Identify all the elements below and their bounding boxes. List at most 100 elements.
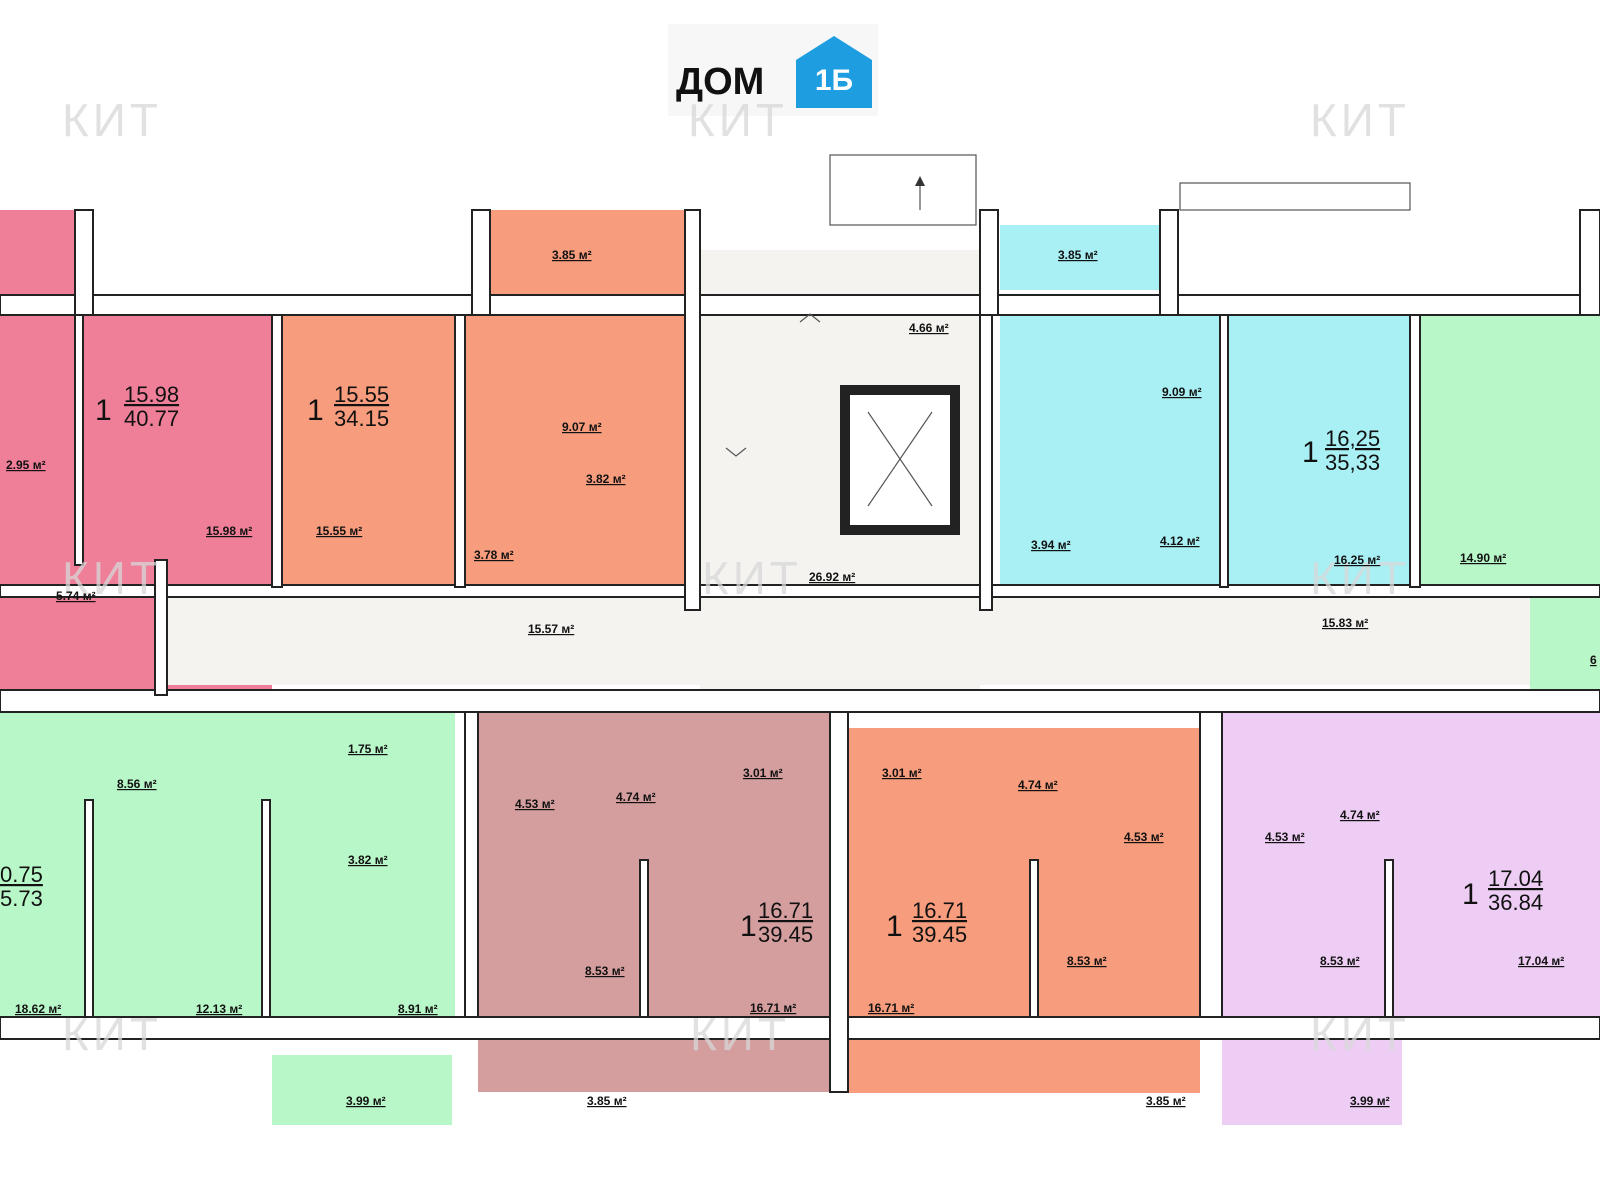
apartment-total-area: 5.73 (0, 886, 43, 911)
room-area: 3.85 м² (587, 1094, 627, 1108)
room-area: 15.83 м² (1322, 616, 1368, 630)
stair-up-icon (799, 313, 821, 323)
lavender-balcony-fill (1222, 1040, 1402, 1125)
wall-seg-2 (471, 209, 491, 316)
partition-7 (464, 711, 479, 1018)
building-title: ДОМ (676, 61, 764, 103)
apartment-rooms: 1 (740, 910, 757, 943)
room-area: 3.94 м² (1031, 538, 1071, 552)
room-area: 15.57 м² (528, 622, 574, 636)
apartment-living-area: 16,25 (1325, 426, 1380, 451)
room-area: 3.01 м² (743, 766, 783, 780)
room-area: 12.13 м² (196, 1002, 242, 1016)
stair-down-icon (725, 447, 747, 457)
partition-9 (1199, 711, 1223, 1018)
partition-11 (261, 799, 271, 1018)
watermark-7: КИТ (62, 1008, 162, 1060)
apartment-living-area: 17.04 (1488, 866, 1543, 891)
watermark-8: КИТ (690, 1008, 790, 1060)
lower-outer-wall (0, 1016, 1600, 1040)
apartment-rooms: 1 (886, 910, 903, 943)
watermark-1: КИТ (62, 94, 162, 146)
room-area: 16.25 м² (1334, 553, 1380, 567)
wall-seg-3 (979, 209, 999, 316)
apartment-living-area: 16.71 (758, 898, 813, 923)
room-area: 5.74 м² (56, 589, 96, 603)
apartment-labels: 1 15.98 40.77 1 15.55 34.15 1 16,25 35,3… (0, 382, 1543, 947)
building-header: ДОМ 1Б (668, 24, 878, 116)
apartment-rooms: 1 (307, 394, 324, 427)
room-area: 9.09 м² (1162, 385, 1202, 399)
cyan-balcony-fill (1000, 225, 1160, 290)
room-area: 18.62 м² (15, 1002, 61, 1016)
cyan-apartment-fill (1000, 315, 1410, 585)
salmon-balcony-fill (490, 210, 685, 295)
watermark-2: КИТ (688, 94, 788, 146)
room-area: 8.91 м² (398, 1002, 438, 1016)
partition-10 (84, 799, 94, 1018)
partition-6 (154, 559, 168, 696)
room-area: 1.75 м² (348, 742, 388, 756)
walls (0, 154, 1600, 1093)
room-area: 4.74 м² (1018, 778, 1058, 792)
lavender-apartment-fill (1222, 712, 1600, 1017)
room-area: 3.85 м² (1146, 1094, 1186, 1108)
elevator-cross-b (867, 411, 933, 507)
apartment-fills (0, 210, 1600, 1125)
room-area: 17.04 м² (1518, 954, 1564, 968)
room-area: 4.53 м² (1265, 830, 1305, 844)
partition-8 (829, 711, 849, 1093)
room-area: 4.74 м² (1340, 808, 1380, 822)
partition-3 (1409, 314, 1421, 588)
watermark-4: КИТ (62, 552, 162, 604)
stair-wall-right (979, 314, 993, 611)
room-area: 4.53 м² (515, 797, 555, 811)
room-area: 14.90 м² (1460, 551, 1506, 565)
room-area: 8.53 м² (1320, 954, 1360, 968)
watermark-5: КИТ (702, 552, 802, 604)
watermarks: КИТ КИТ КИТ КИТ КИТ КИТ КИТ КИТ КИТ (62, 94, 1410, 1060)
salmon-apartment-fill (282, 315, 685, 585)
room-area: 9.07 м² (562, 420, 602, 434)
lower-corridor-wall (0, 689, 1600, 713)
green-right-fill (1420, 315, 1600, 585)
room-area: 3.82 м² (348, 853, 388, 867)
green-balcony-fill (272, 1055, 452, 1125)
wall-seg-5 (1579, 209, 1600, 316)
room-area-labels: 3.85 м² 3.85 м² 4.66 м² 9.09 м² 2.95 м² … (6, 248, 1597, 1108)
entrance-canopy (829, 154, 977, 226)
apartment-living-area: 0.75 (0, 862, 43, 887)
watermark-9: КИТ (1310, 1008, 1410, 1060)
room-area: 4.66 м² (909, 321, 949, 335)
green-right-small-fill (1530, 590, 1600, 690)
room-area: 26.92 м² (809, 570, 855, 584)
apartment-total-area: 39.45 (912, 922, 967, 947)
partition-14 (1029, 859, 1039, 1018)
apartment-rooms: 1 (1462, 878, 1479, 911)
partition-5 (74, 314, 84, 566)
room-area: 3.78 м² (474, 548, 514, 562)
arrow-up-icon (915, 176, 925, 186)
room-area: 15.55 м² (316, 524, 362, 538)
apartment-rooms: 1 (95, 394, 112, 427)
watermark-3: КИТ (1310, 94, 1410, 146)
building-badge: 1Б (815, 64, 853, 97)
apartment-total-area: 40.77 (124, 406, 179, 431)
apartment-living-area: 15.98 (124, 382, 179, 407)
partition-2 (454, 314, 466, 588)
apartment-living-area: 15.55 (334, 382, 389, 407)
stair-wall-left (684, 209, 701, 611)
upper-right-balcony (1179, 182, 1411, 211)
house-badge-icon (796, 36, 872, 108)
room-area: 8.53 м² (1067, 954, 1107, 968)
upper-outer-wall (0, 294, 1600, 316)
apartment-total-area: 34.15 (334, 406, 389, 431)
room-area: 3.85 м² (1058, 248, 1098, 262)
partition-1 (271, 314, 283, 588)
room-area: 16.71 м² (868, 1001, 914, 1015)
room-area: 3.01 м² (882, 766, 922, 780)
green-apartment-fill (0, 712, 455, 1017)
room-area: 6 (1590, 653, 1597, 667)
room-area: 3.99 м² (1350, 1094, 1390, 1108)
wall-seg-1 (74, 209, 94, 316)
